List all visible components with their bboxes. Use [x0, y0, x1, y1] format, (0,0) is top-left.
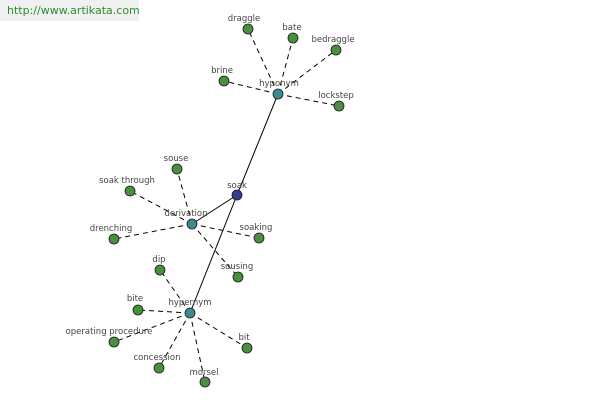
node-hyponym[interactable]: [272, 88, 284, 100]
graph-labels: soak hyponym draggle bate bedraggle brin…: [66, 14, 355, 378]
site-watermark: http://www.artikata.com: [0, 0, 140, 21]
node-operating-procedure[interactable]: [108, 336, 120, 348]
label-soak-through: soak through: [99, 176, 155, 186]
edge-center-hypernym: [189, 194, 238, 314]
edge-hyponym-bedraggle: [277, 49, 337, 95]
node-soaking[interactable]: [253, 232, 265, 244]
node-lockstep[interactable]: [333, 100, 345, 112]
label-derivation: derivation: [164, 209, 207, 219]
edge-hyponym-lockstep: [277, 93, 340, 107]
edge-center-derivation: [191, 194, 238, 225]
label-center: soak: [227, 181, 247, 191]
graph-nodes: [108, 23, 345, 388]
edge-derivation-souse: [176, 168, 193, 225]
edge-derivation-soak-through: [129, 190, 193, 225]
label-bite: bite: [127, 294, 143, 304]
node-drenching[interactable]: [108, 233, 120, 245]
label-drenching: drenching: [90, 224, 133, 234]
label-bit: bit: [238, 333, 250, 343]
node-bit[interactable]: [241, 342, 253, 354]
node-hypernym[interactable]: [184, 307, 196, 319]
label-hypernym: hypernym: [168, 298, 211, 308]
label-morsel: morsel: [190, 368, 219, 378]
graph-edges: [113, 28, 340, 383]
edge-hypernym-concession: [158, 312, 191, 369]
label-brine: brine: [211, 66, 233, 76]
edge-hyponym-draggle: [247, 28, 279, 95]
edge-center-hyponym: [236, 93, 279, 196]
label-operating-procedure: operating procedure: [66, 327, 153, 337]
edge-hypernym-morsel: [189, 312, 206, 383]
node-soak-through[interactable]: [124, 185, 136, 197]
edge-hypernym-operating-procedure: [113, 312, 191, 343]
node-bite[interactable]: [132, 304, 144, 316]
edge-derivation-drenching: [113, 223, 193, 240]
edge-derivation-sousing: [191, 223, 239, 278]
node-draggle[interactable]: [242, 23, 254, 35]
label-soaking: soaking: [240, 223, 273, 233]
label-bate: bate: [282, 23, 301, 33]
label-sousing: sousing: [221, 262, 254, 272]
edge-derivation-soaking: [191, 223, 260, 239]
label-concession: concession: [134, 353, 181, 363]
label-souse: souse: [164, 154, 189, 164]
node-souse[interactable]: [171, 163, 183, 175]
node-center[interactable]: [231, 189, 243, 201]
node-sousing[interactable]: [232, 271, 244, 283]
node-concession[interactable]: [153, 362, 165, 374]
label-hyponym: hyponym: [259, 79, 299, 89]
label-bedraggle: bedraggle: [311, 35, 354, 45]
node-derivation[interactable]: [186, 218, 198, 230]
label-dip: dip: [152, 255, 165, 265]
node-bedraggle[interactable]: [330, 44, 342, 56]
node-morsel[interactable]: [199, 376, 211, 388]
label-lockstep: lockstep: [318, 91, 354, 101]
label-draggle: draggle: [228, 14, 260, 24]
node-brine[interactable]: [218, 75, 230, 87]
edge-hypernym-bit: [189, 312, 248, 349]
node-bate[interactable]: [287, 32, 299, 44]
edge-hypernym-bite: [137, 309, 191, 314]
node-dip[interactable]: [154, 264, 166, 276]
edge-hyponym-bate: [277, 37, 294, 95]
edge-hyponym-brine: [223, 80, 279, 95]
